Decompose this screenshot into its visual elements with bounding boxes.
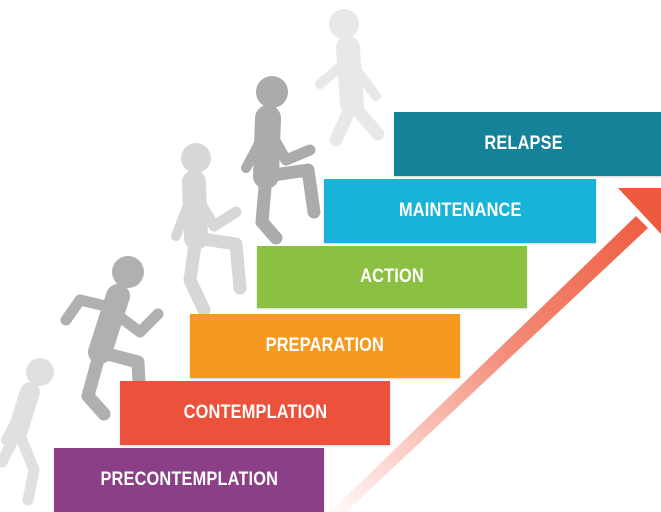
arrow-shaft [330,216,648,512]
walking-person-icon [171,143,247,317]
step-precontemplation: PRECONTEMPLATION [54,448,324,512]
step-contemplation: CONTEMPLATION [120,381,390,445]
walking-person-icon [241,76,321,245]
step-label-action: ACTION [360,266,424,287]
step-label-preparation: PREPARATION [265,335,385,356]
step-label-relapse: RELAPSE [484,133,563,154]
step-action: ACTION [257,246,527,308]
step-label-maintenance: MAINTENANCE [398,200,522,221]
step-label-precontemplation: PRECONTEMPLATION [100,469,278,490]
step-preparation: PREPARATION [190,314,460,378]
step-label-contemplation: CONTEMPLATION [183,402,327,423]
step-maintenance: MAINTENANCE [324,179,596,243]
step-relapse: RELAPSE [394,112,661,176]
up-right-arrow-icon [618,188,661,234]
walking-person-icon [0,358,54,506]
walking-person-icon [315,9,385,147]
